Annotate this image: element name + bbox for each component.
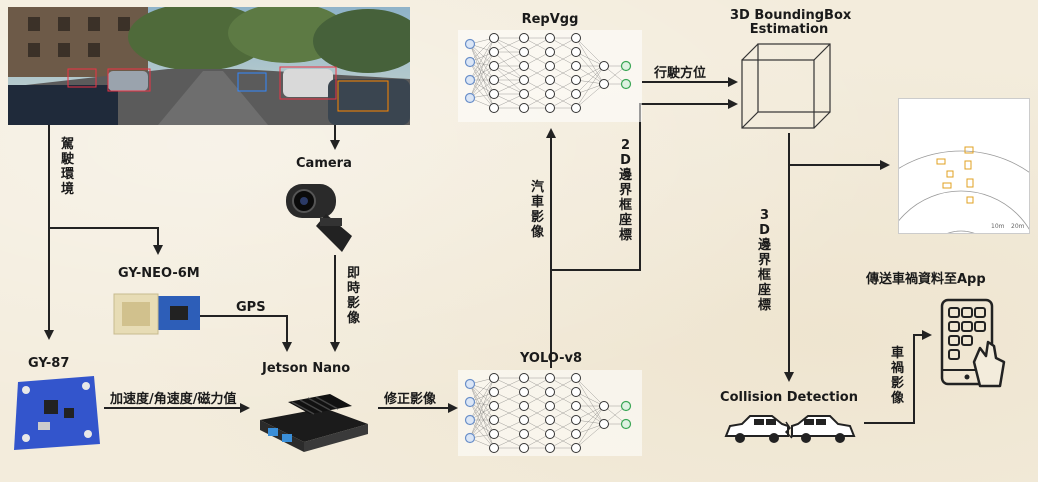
- driving-scene-photo: [8, 7, 410, 125]
- yolo-network: [458, 370, 642, 456]
- phone-app-icon: [934, 296, 1010, 388]
- repvgg-network: [458, 30, 642, 122]
- label-repvgg: RepVgg: [521, 12, 579, 27]
- label-corrected-image: 修正影像: [384, 392, 437, 407]
- label-gy-neo: GY-NEO-6M: [118, 266, 200, 281]
- arrow-yolo-to-bbox: [551, 99, 738, 271]
- label-realtime-image: 即時影像: [346, 266, 360, 326]
- gps-module-icon: [112, 292, 202, 336]
- label-camera: Camera: [296, 156, 352, 171]
- label-imu-values: 加速度/角速度/磁力值: [110, 392, 237, 407]
- label-gps: GPS: [236, 300, 266, 315]
- distance-radar-view: 10m 20m: [840, 98, 1038, 392]
- arrow-gps-to-jetson: [200, 315, 292, 352]
- label-driving-env: 駕駛環境: [60, 137, 74, 197]
- arrow-collision-to-app: [864, 330, 932, 424]
- repvgg-net-svg: [464, 33, 632, 113]
- label-bbox-estimation-line1: 3D BoundingBox: [730, 8, 852, 23]
- label-collision: Collision Detection: [720, 390, 858, 405]
- label-send-to-app: 傳送車禍資料至App: [866, 272, 986, 287]
- label-heading: 行駛方位: [654, 66, 707, 81]
- yolo-net-svg: [464, 373, 632, 453]
- gy87-board-icon: [8, 374, 102, 452]
- label-bbox-3d: 3D邊界框座標: [757, 208, 771, 313]
- label-accident-image: 車禍影像: [890, 346, 904, 406]
- label-bbox-2d: 2D邊界框座標: [618, 138, 632, 243]
- label-bbox-estimation-line2: Estimation: [749, 22, 829, 37]
- arrow-photo-to-gyneo: [49, 227, 163, 255]
- label-car-image: 汽車影像: [530, 180, 544, 240]
- bbox-3d-cube: [738, 40, 838, 132]
- webcam-icon: [280, 178, 360, 258]
- collision-cars-icon: [724, 412, 856, 446]
- label-jetson: Jetson Nano: [262, 361, 351, 376]
- label-yolo: YOLO-v8: [519, 351, 583, 366]
- label-bbox-estimation: 3D BoundingBox Estimation: [730, 8, 852, 37]
- radar-tick-20m: 20m: [1011, 223, 1025, 230]
- jetson-board-icon: [254, 380, 372, 458]
- label-gy87: GY-87: [28, 356, 70, 371]
- radar-tick-10m: 10m: [991, 223, 1005, 230]
